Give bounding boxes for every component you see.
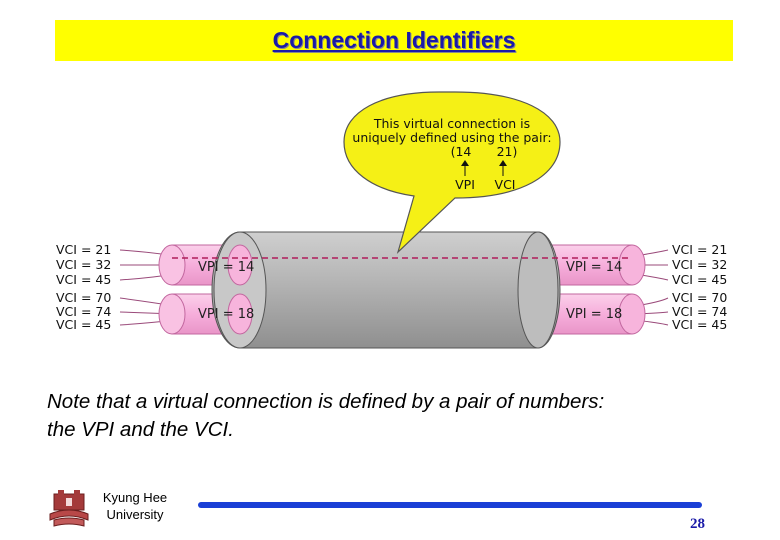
- vci-right-label: VCI = 45: [672, 317, 727, 332]
- vci-left-label: VCI = 74: [56, 304, 111, 319]
- callout-line-2: uniquely defined using the pair:: [352, 130, 551, 145]
- note-line-2: the VPI and the VCI.: [47, 418, 234, 441]
- path-end-bottom-left: [158, 293, 186, 335]
- connection-diagram: VPI = 14 VPI = 18 VPI = 14 VPI = 18 This…: [56, 91, 727, 349]
- vci-right-label: VCI = 45: [672, 272, 727, 287]
- path-end-bottom-right: [618, 293, 646, 335]
- title-bar: Connection Identifiers: [55, 20, 733, 61]
- callout-vci-label: VCI: [495, 177, 516, 192]
- path-label-bottom-right: VPI = 18: [566, 307, 622, 322]
- callout-line-1: This virtual connection is: [373, 116, 530, 131]
- path-label-bottom-left: VPI = 18: [198, 307, 254, 322]
- university-logo-icon: [49, 490, 89, 527]
- inner-tube-top: [227, 244, 253, 286]
- inner-tube-bottom: [227, 293, 253, 335]
- vci-labels-right: VCI = 21 VCI = 32 VCI = 45 VCI = 70 VCI …: [672, 242, 727, 332]
- note-line-1: Note that a virtual connection is define…: [47, 390, 605, 413]
- vci-left-label: VCI = 45: [56, 317, 111, 332]
- callout-pair-open: (14: [451, 144, 472, 159]
- vci-arrow-head: [499, 160, 507, 166]
- pipe-left-end: [213, 231, 267, 349]
- vci-right-label: VCI = 21: [672, 242, 727, 257]
- vci-left-label: VCI = 32: [56, 257, 111, 272]
- vci-left-label: VCI = 45: [56, 272, 111, 287]
- vci-right-label: VCI = 74: [672, 304, 727, 319]
- callout-vpi-label: VPI: [455, 177, 475, 192]
- pipe-right-end: [517, 231, 559, 349]
- note-text: Note that a virtual connection is define…: [47, 388, 777, 444]
- page-number: 28: [690, 516, 705, 532]
- vci-right-label: VCI = 70: [672, 290, 727, 305]
- university-name: Kyung Hee University: [92, 489, 178, 523]
- footer-divider: [198, 502, 702, 508]
- university-line-1: Kyung Hee: [102, 490, 168, 505]
- path-label-top-left: VPI = 14: [198, 260, 254, 275]
- vpi-arrow-head: [461, 160, 469, 166]
- path-label-top-right: VPI = 14: [566, 260, 622, 275]
- vci-left-label: VCI = 70: [56, 290, 111, 305]
- callout-bubble: [343, 91, 561, 254]
- vci-right-label: VCI = 32: [672, 257, 727, 272]
- path-end-top-left: [158, 244, 186, 286]
- vci-labels-left: VCI = 21 VCI = 32 VCI = 45 VCI = 70 VCI …: [56, 242, 111, 332]
- slide-title: Connection Identifiers: [272, 27, 516, 53]
- path-end-top-right: [618, 244, 646, 286]
- callout-pair-close: 21): [497, 144, 518, 159]
- university-line-2: University: [106, 507, 164, 522]
- vci-left-label: VCI = 21: [56, 242, 111, 257]
